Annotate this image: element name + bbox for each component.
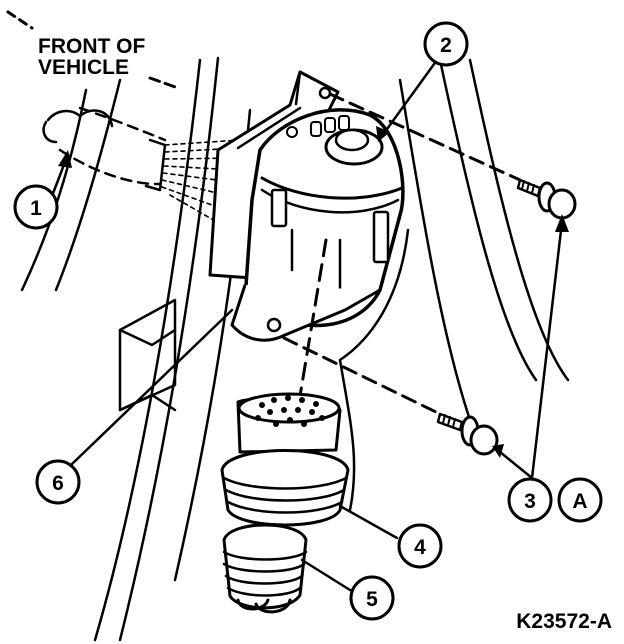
callout-1: 1 [13, 184, 59, 230]
alignment-guides [282, 92, 522, 422]
callout-2: 2 [423, 21, 469, 67]
callout-6: 6 [35, 459, 81, 505]
callout-5: 5 [349, 575, 395, 621]
callout-4-label: 4 [414, 536, 426, 559]
front-of-vehicle-line1: FRONT OF [38, 35, 145, 58]
front-direction-arrow [148, 76, 180, 90]
body-structure-lines [20, 56, 570, 642]
component-housing [230, 108, 405, 342]
callout-6-label: 6 [52, 472, 64, 495]
callout-4: 4 [397, 523, 443, 569]
connector-assembly [220, 392, 350, 614]
front-of-vehicle-note: FRONT OF VEHICLE [6, 10, 180, 90]
callout-3: 3 [507, 477, 553, 523]
callout-A: A [557, 477, 603, 523]
callout-3-label: 3 [524, 490, 536, 513]
leader-arrowheads [58, 126, 569, 458]
callout-1-label: 1 [30, 197, 42, 220]
screw-upper [516, 178, 577, 220]
figure-id: K23572-A [516, 610, 612, 633]
screw-lower [436, 412, 499, 456]
callout-A-label: A [572, 490, 587, 513]
callout-2-label: 2 [440, 34, 452, 57]
front-of-vehicle-line2: VEHICLE [38, 56, 129, 79]
leader-lines [50, 58, 564, 592]
callout-5-label: 5 [366, 588, 378, 611]
